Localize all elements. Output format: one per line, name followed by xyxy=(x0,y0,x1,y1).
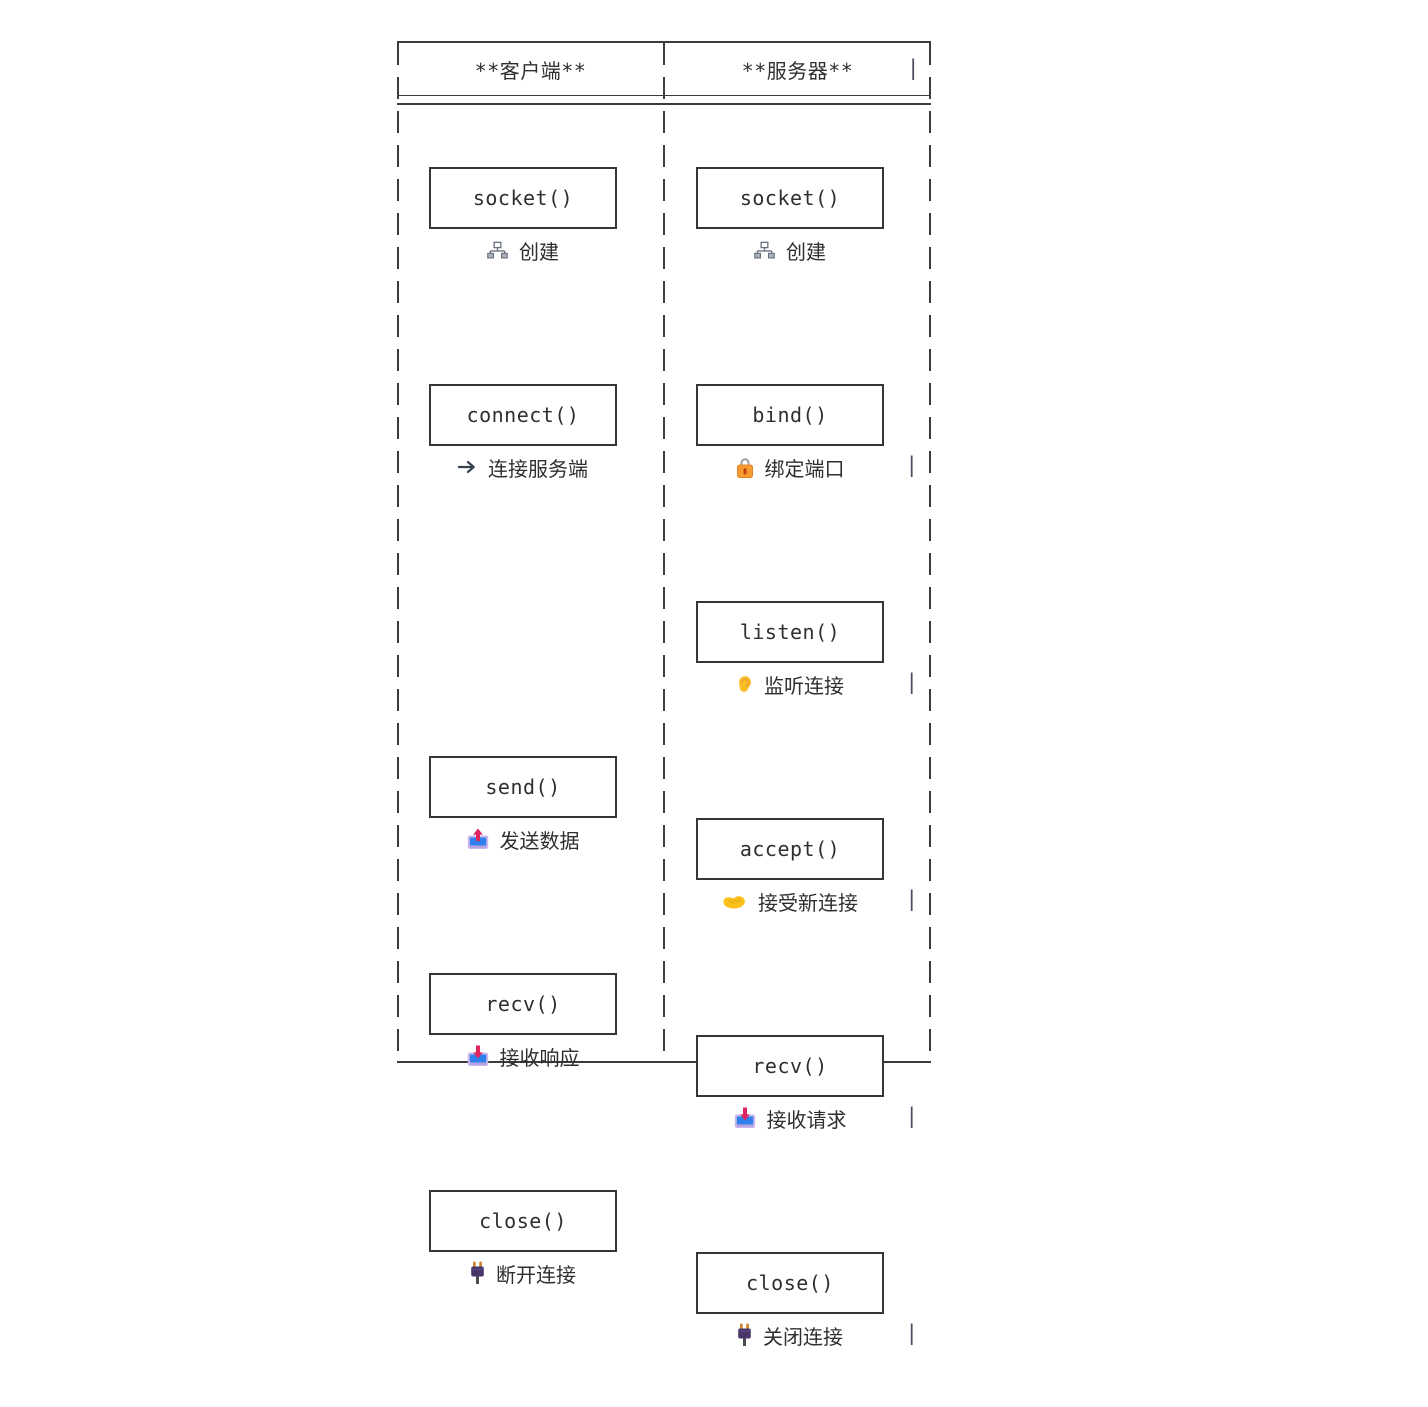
pipe-glyph: | xyxy=(905,1104,918,1128)
network-nodes-icon xyxy=(487,241,508,259)
close-box: close() xyxy=(429,1190,617,1252)
client-title: **客户端** xyxy=(474,58,587,83)
pipe-glyph: | xyxy=(906,55,920,80)
pipe-glyph: | xyxy=(905,887,918,911)
client-step-socket: socket() 创建 xyxy=(397,167,664,322)
pipe-glyph: | xyxy=(905,670,918,694)
server-step-recv: recv() 接收请求 | xyxy=(664,1035,931,1190)
func-label: send() xyxy=(485,775,561,799)
network-nodes-icon xyxy=(754,241,775,259)
listen-box: listen() xyxy=(696,601,884,663)
server-column: socket() 创建 bind() xyxy=(664,105,931,1407)
func-label: socket() xyxy=(472,186,574,210)
inbox-tray-icon xyxy=(734,1107,756,1129)
caption: 连接服务端 xyxy=(429,454,617,481)
socket-flow-diagram: **客户端** **服务器** | socket() 创建 xyxy=(397,41,931,1349)
outbox-tray-icon xyxy=(467,828,489,850)
func-label: listen() xyxy=(739,620,841,644)
caption-label: 发送数据 xyxy=(499,828,580,853)
server-step-bind: bind() 绑定端口 | xyxy=(664,384,931,539)
caption-label: 接受新连接 xyxy=(758,890,858,915)
recv-box: recv() xyxy=(429,973,617,1035)
client-step-recv: recv() 接收响应 xyxy=(397,973,664,1128)
caption-label: 监听连接 xyxy=(764,673,844,698)
inbox-tray-icon xyxy=(467,1045,489,1067)
server-title: **服务器** xyxy=(741,58,854,83)
plug-icon xyxy=(470,1261,485,1285)
caption: 创建 xyxy=(696,237,884,264)
caption: 绑定端口 | xyxy=(696,453,918,481)
caption-label: 接收响应 xyxy=(499,1045,580,1070)
accept-box: accept() xyxy=(696,818,884,880)
func-label: accept() xyxy=(739,837,841,861)
caption-label: 绑定端口 xyxy=(764,456,845,481)
server-header-cell: **服务器** | xyxy=(664,55,931,84)
lock-icon xyxy=(736,456,754,479)
handshake-icon xyxy=(722,893,747,910)
func-label: recv() xyxy=(485,992,561,1016)
server-step-accept: accept() 接受新连接 | xyxy=(664,818,931,973)
socket-box: socket() xyxy=(429,167,617,229)
server-step-listen: listen() 监听连接 | xyxy=(664,601,931,756)
send-box: send() xyxy=(429,756,617,818)
client-empty-cell xyxy=(397,539,664,694)
recv-box: recv() xyxy=(696,1035,884,1097)
caption: 接受新连接 | xyxy=(696,887,918,915)
client-step-connect: connect() 连接服务端 xyxy=(397,384,664,539)
caption-label: 接收请求 xyxy=(766,1107,847,1132)
pipe-glyph: | xyxy=(905,1321,918,1345)
header-row: **客户端** **服务器** | xyxy=(397,43,931,95)
connect-box: connect() xyxy=(429,384,617,446)
caption: 接收响应 xyxy=(429,1043,617,1070)
client-step-close: close() 断开连接 xyxy=(397,1190,664,1345)
caption: 监听连接 | xyxy=(696,670,918,698)
bind-box: bind() xyxy=(696,384,884,446)
caption: 断开连接 xyxy=(429,1260,617,1287)
server-step-close: close() 关闭连接 | xyxy=(664,1252,931,1407)
func-label: recv() xyxy=(752,1054,828,1078)
caption-label: 连接服务端 xyxy=(488,456,588,481)
client-header-cell: **客户端** xyxy=(397,55,664,84)
socket-box: socket() xyxy=(696,167,884,229)
outer-border-right xyxy=(929,43,931,1061)
client-step-send: send() 发送数据 xyxy=(397,756,664,911)
caption: 发送数据 xyxy=(429,826,617,853)
close-box: close() xyxy=(696,1252,884,1314)
func-label: bind() xyxy=(752,403,828,427)
caption: 创建 xyxy=(429,237,617,264)
column-divider xyxy=(663,43,665,1061)
pipe-glyph: | xyxy=(905,453,918,477)
func-label: connect() xyxy=(466,403,580,427)
func-label: close() xyxy=(479,1209,567,1233)
func-label: socket() xyxy=(739,186,841,210)
arrow-right-icon xyxy=(458,459,477,475)
plug-icon xyxy=(737,1323,752,1347)
func-label: close() xyxy=(746,1271,834,1295)
ear-icon xyxy=(736,673,753,696)
outer-border-left xyxy=(397,43,399,1061)
caption-label: 关闭连接 xyxy=(763,1324,843,1349)
caption-label: 断开连接 xyxy=(496,1262,576,1287)
caption: 关闭连接 | xyxy=(696,1321,918,1349)
server-step-socket: socket() 创建 xyxy=(664,167,931,322)
caption: 接收请求 | xyxy=(696,1104,918,1132)
client-column: socket() 创建 connect() xyxy=(397,105,664,1407)
caption-label: 创建 xyxy=(786,239,826,264)
caption-label: 创建 xyxy=(519,239,559,264)
